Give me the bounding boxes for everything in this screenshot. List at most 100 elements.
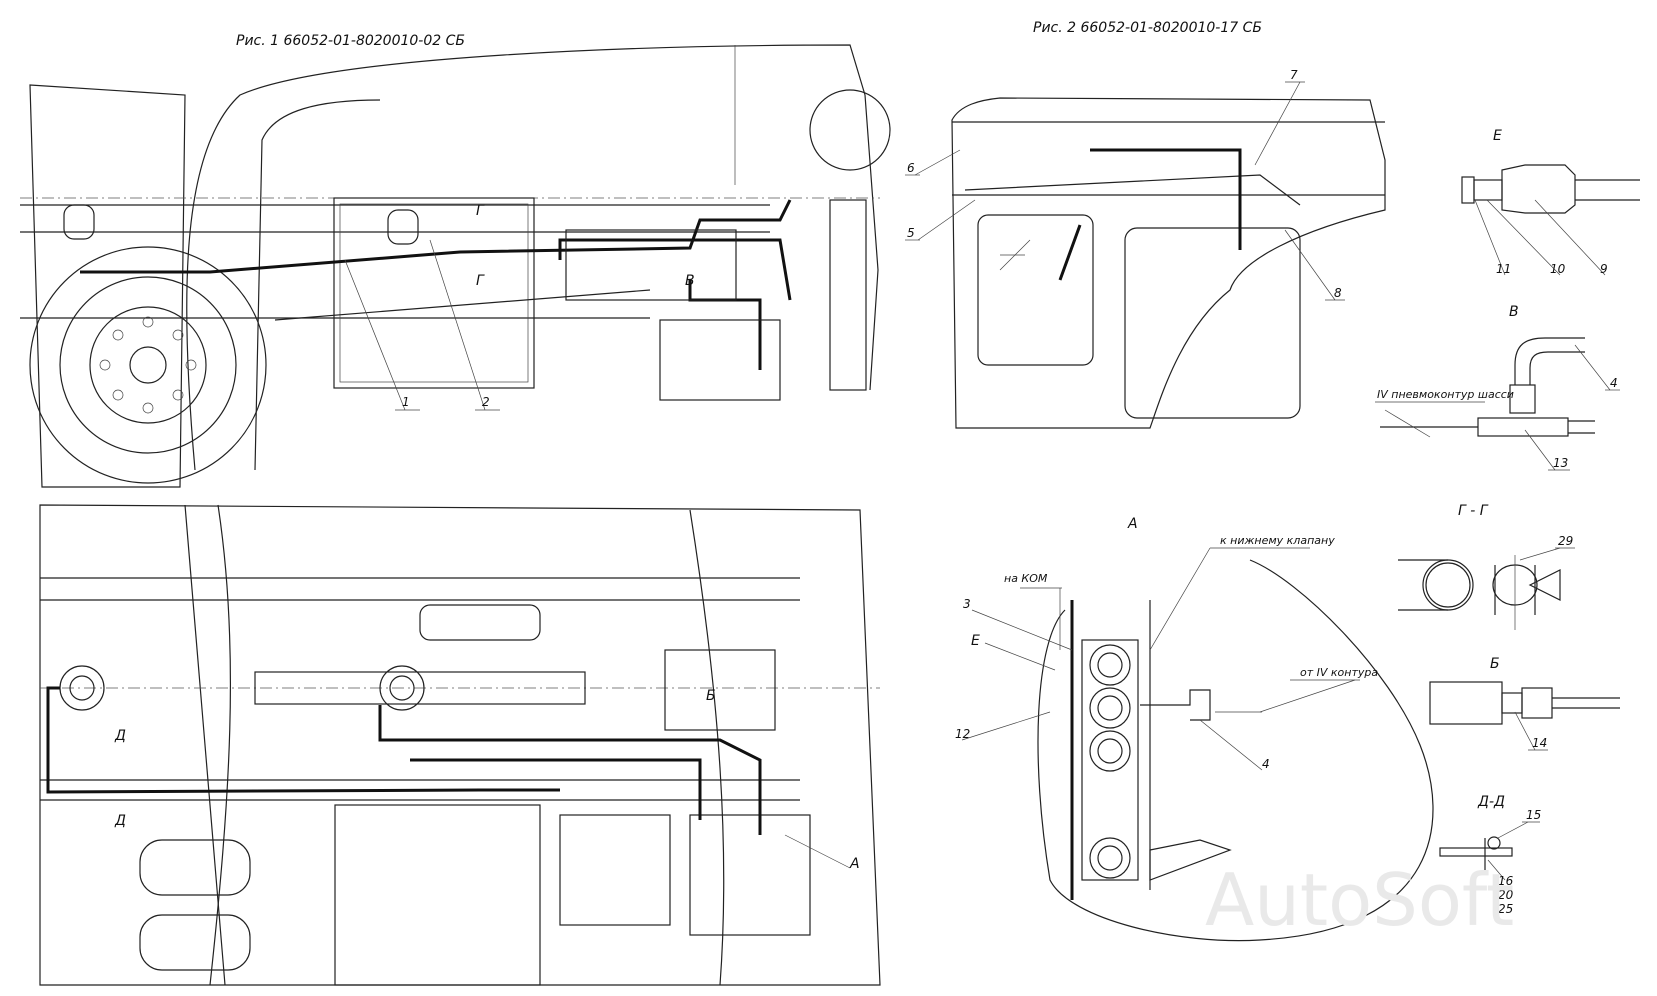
fig2-outline xyxy=(951,97,1386,429)
view-a-title: А xyxy=(1127,516,1138,532)
label-to-kom: на КОМ xyxy=(1004,572,1048,585)
valve-3 xyxy=(1089,730,1131,772)
callout-9: 9 xyxy=(1600,262,1608,276)
plan-body-outline xyxy=(39,504,881,986)
b-housing xyxy=(1429,681,1503,725)
callout-16: 16 xyxy=(1498,874,1514,888)
callout-5: 5 xyxy=(907,226,915,240)
v-tee-body xyxy=(1477,417,1569,437)
callout-3: 3 xyxy=(963,597,971,611)
a-fitting-right xyxy=(1140,689,1211,721)
callout-29: 29 xyxy=(1558,534,1573,548)
callout-25: 25 xyxy=(1498,902,1513,916)
valve-4 xyxy=(1089,837,1131,879)
fig2-view: 6 5 7 8 xyxy=(905,68,1386,429)
section-mark-d-bottom: Д xyxy=(114,813,126,829)
callout-6: 6 xyxy=(907,161,915,175)
dd-plate xyxy=(1439,847,1513,857)
view-e-mark-in-a: Е xyxy=(971,633,980,649)
view-v-tee: В IV пневмоконтур шасси 4 13 xyxy=(1375,304,1620,471)
plan-air-spring-rear xyxy=(379,665,425,711)
air-spring-front xyxy=(63,204,95,240)
front-wheel xyxy=(29,246,267,484)
callout-2: 2 xyxy=(482,395,490,409)
plan-cab-edge-1 xyxy=(184,504,226,986)
label-from-iv-circuit: от IV контура xyxy=(1300,666,1378,679)
section-mark-d-top: Д xyxy=(114,728,126,744)
e-union-nut xyxy=(1501,164,1576,214)
air-spring-rear xyxy=(387,209,419,245)
valve-mount xyxy=(1081,639,1139,881)
propeller-shaft xyxy=(274,289,651,321)
view-a-boundary xyxy=(1037,559,1434,942)
callout-11: 11 xyxy=(1496,262,1511,276)
fig1-plan-view: Б Д Д А xyxy=(39,504,881,986)
cab-rear-panel xyxy=(29,84,186,488)
view-a-valve-block: А на КОМ к нижнему клапану от IV контура… xyxy=(955,516,1434,942)
plan-pneumatic-line-3 xyxy=(410,758,702,820)
callout-15: 15 xyxy=(1526,808,1541,822)
callout-10: 10 xyxy=(1550,262,1566,276)
view-e-title: Е xyxy=(1493,128,1502,144)
plan-dual-wheel-2 xyxy=(139,914,251,971)
plan-body-curve xyxy=(689,509,725,986)
view-mark-a: А xyxy=(849,856,860,872)
view-mark-b: Б xyxy=(706,688,716,704)
v-elbow xyxy=(1514,337,1585,385)
plan-cab-edge-2 xyxy=(209,504,232,986)
view-e-fitting: Е 11 10 9 xyxy=(1461,128,1640,276)
plan-battery-box xyxy=(689,814,811,936)
plan-pneumatic-line-2 xyxy=(378,705,762,835)
callout-8: 8 xyxy=(1334,286,1342,300)
fig1-side-view: Г Г В 1 2 xyxy=(20,44,891,488)
view-gg-section: Г - Г 29 xyxy=(1398,503,1575,630)
callout-4-v: 4 xyxy=(1610,376,1618,390)
fig2-battery-box xyxy=(1124,227,1301,419)
valve-1 xyxy=(1089,644,1131,686)
pneumatic-line-main xyxy=(80,199,792,274)
gg-tube-left xyxy=(1422,559,1474,611)
fuel-tank-side xyxy=(659,319,781,401)
gg-clamp xyxy=(1528,569,1561,601)
fig2-frame-diagonal xyxy=(964,174,1301,206)
fig2-fuel-tank xyxy=(977,214,1094,366)
callout-12: 12 xyxy=(955,727,970,741)
plan-dual-wheel-1 xyxy=(139,839,251,896)
view-mark-v: В xyxy=(685,273,695,289)
callout-7: 7 xyxy=(1290,68,1298,82)
body-inner-line xyxy=(254,99,381,471)
transfer-box xyxy=(565,229,737,301)
plan-pneumatic-line-1 xyxy=(46,686,560,794)
callout-20: 20 xyxy=(1498,888,1514,902)
fig2-caption: Рис. 2 66052-01-8020010-17 СБ xyxy=(1033,20,1262,36)
label-pneumo-circuit: IV пневмоконтур шасси xyxy=(1377,388,1514,401)
pneumatic-line-upper xyxy=(558,238,792,301)
plan-mounting-plate xyxy=(334,804,541,986)
fig2-pneumatic-line xyxy=(1090,148,1242,250)
pneumatic-line-lower xyxy=(688,280,762,370)
callout-13: 13 xyxy=(1553,456,1568,470)
plan-transfer-box xyxy=(664,649,776,731)
autosoft-watermark: AutoSoft xyxy=(1205,858,1514,942)
view-v-title: В xyxy=(1509,304,1519,320)
view-b-title: Б xyxy=(1490,656,1500,672)
spare-wheel-hint xyxy=(809,89,891,171)
valve-2 xyxy=(1089,687,1131,729)
body-outline xyxy=(186,44,879,471)
plan-fuel-tank xyxy=(559,814,671,926)
view-dd-title: Д-Д xyxy=(1477,794,1505,810)
section-mark-g-top: Г xyxy=(476,203,485,219)
label-to-lower-valve: к нижнему клапану xyxy=(1220,534,1335,547)
callout-4-a: 4 xyxy=(1262,757,1270,771)
view-gg-title: Г - Г xyxy=(1458,503,1489,519)
plan-air-receiver xyxy=(419,604,541,641)
fig1-caption: Рис. 1 66052-01-8020010-02 СБ xyxy=(236,33,465,49)
callout-14: 14 xyxy=(1532,736,1547,750)
callout-1: 1 xyxy=(402,395,410,409)
exhaust-pipe xyxy=(829,199,867,391)
section-mark-g-bottom: Г xyxy=(476,273,485,289)
plan-propeller-shaft xyxy=(254,671,586,705)
view-b-connector: Б 14 xyxy=(1429,656,1620,751)
view-dd-section: Д-Д 15 16 20 25 xyxy=(1439,794,1541,916)
